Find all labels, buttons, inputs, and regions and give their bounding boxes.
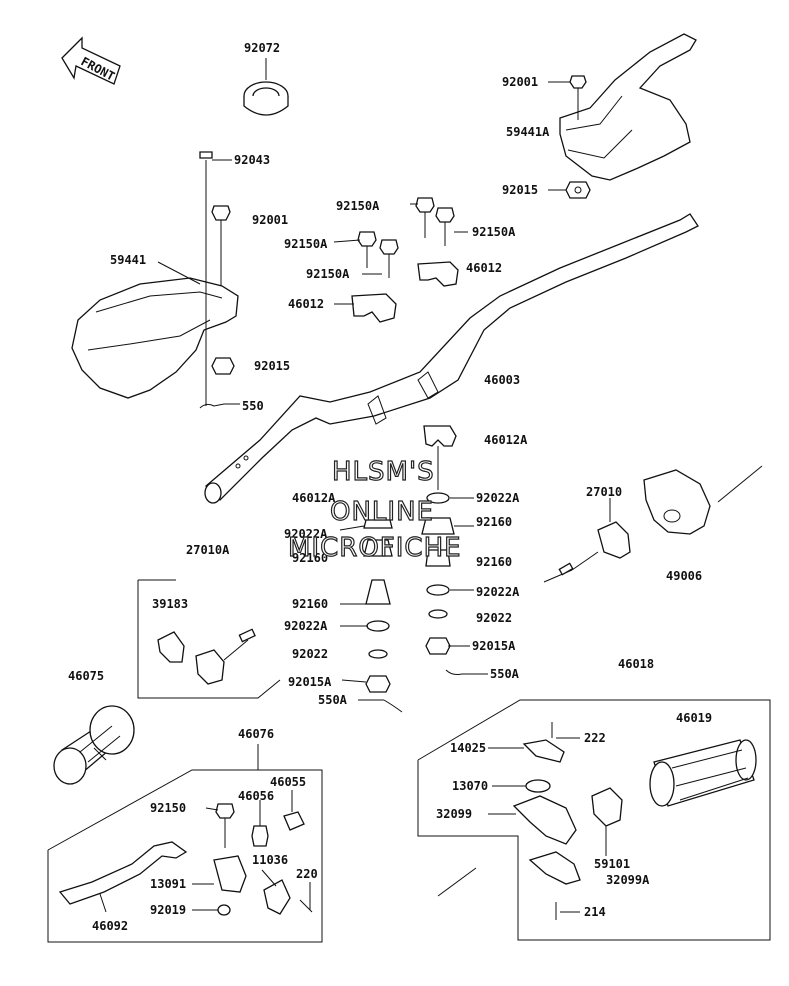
label-39183: 39183 [152,597,188,611]
label-32099A: 32099A [606,873,650,887]
label-46056: 46056 [238,789,274,803]
label-92160-3: 92160 [476,555,512,569]
label-92160-1: 92160 [476,515,512,529]
handlebar-part [204,213,699,504]
label-92015-right: 92015 [502,183,538,197]
label-92160-2: 92160 [292,551,328,565]
label-92150A-4: 92150A [306,267,350,281]
part-number-labels: 92072 92001 59441A 92015 92043 92001 921… [68,41,712,933]
watermark-line-1: HLSM'S [332,457,435,487]
label-27010A: 27010A [186,543,230,557]
label-92019: 92019 [150,903,186,917]
label-550A-2: 550A [318,693,348,707]
label-13070: 13070 [452,779,488,793]
label-92160-4: 92160 [292,597,328,611]
label-92001-left: 92001 [252,213,288,227]
label-46012-1: 46012 [466,261,502,275]
label-11036: 11036 [252,853,288,867]
label-92150A-2: 92150A [284,237,328,251]
label-92015-left: 92015 [254,359,290,373]
watermark: HLSM'S ONLINE MICROFICHE [287,456,462,563]
leader-lines [99,58,611,913]
label-92022A-4: 92022A [284,619,328,633]
lever-assembly-group [47,744,323,943]
label-92015A-2: 92015A [288,675,332,689]
upper-clamp-part [351,197,459,323]
label-214: 214 [584,905,606,919]
label-46075: 46075 [68,669,104,683]
label-220: 220 [296,867,318,881]
label-92072: 92072 [244,41,280,55]
label-46092: 46092 [92,919,128,933]
throttle-housing-part [643,465,763,535]
watermark-line-2: ONLINE [330,497,434,527]
label-46018: 46018 [618,657,654,671]
label-14025: 14025 [450,741,486,755]
label-46012A-1: 46012A [484,433,528,447]
label-59441: 59441 [110,253,146,267]
watermark-line-3: MICROFICHE [288,533,462,563]
label-92150A-1: 92150A [336,199,380,213]
label-92022-1: 92022 [476,611,512,625]
left-hand-guard-part [71,151,239,409]
label-49006: 49006 [666,569,702,583]
label-27010: 27010 [586,485,622,499]
throttle-assembly-group [417,699,771,941]
label-92022A-3: 92022A [476,585,520,599]
label-92022A-2: 92022A [284,527,328,541]
center-mount-stack-part [363,425,463,713]
switch-27010A-group [137,579,281,699]
label-222: 222 [584,731,606,745]
label-92022A-1: 92022A [476,491,520,505]
label-46019: 46019 [676,711,712,725]
label-550: 550 [242,399,264,413]
label-59441A: 59441A [506,125,550,139]
label-13091: 13091 [150,877,186,891]
label-92150A-3: 92150A [472,225,516,239]
label-32099: 32099 [436,807,472,821]
label-59101: 59101 [594,857,630,871]
label-92150: 92150 [150,801,186,815]
label-92001-right: 92001 [502,75,538,89]
label-46012A-2: 46012A [292,491,336,505]
label-92043: 92043 [234,153,270,167]
label-46003: 46003 [484,373,520,387]
switch-27010-part [543,521,631,583]
label-92022-2: 92022 [292,647,328,661]
label-550A-1: 550A [490,667,520,681]
clamp-ring-part [243,81,289,116]
left-grip-part [53,705,135,785]
label-46076: 46076 [238,727,274,741]
label-46012-2: 46012 [288,297,324,311]
right-hand-guard-part [559,33,697,199]
label-92015A-1: 92015A [472,639,516,653]
front-arrow: FRONT [61,36,121,85]
label-46055: 46055 [270,775,306,789]
